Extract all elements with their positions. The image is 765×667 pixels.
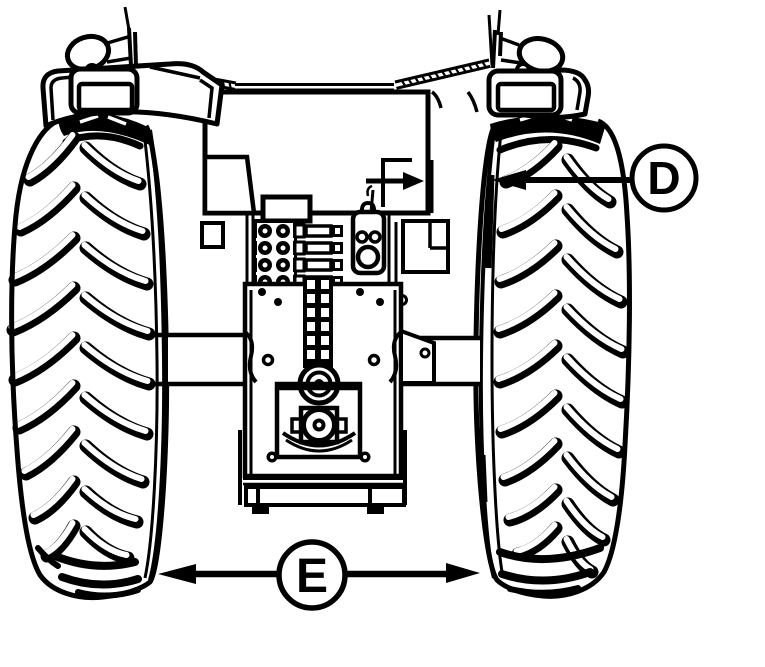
right-rear-tire <box>473 112 632 599</box>
base-frame <box>238 430 407 514</box>
callout-e: E <box>158 539 480 611</box>
callout-e-arrowhead-left <box>158 564 196 584</box>
left-corner-box <box>202 154 257 216</box>
callout-e-circle <box>276 539 348 611</box>
right-work-light <box>486 68 564 118</box>
axle-bracket-plate <box>399 328 436 385</box>
callout-d: D <box>492 143 699 213</box>
left-mounting-bracket <box>200 221 225 249</box>
left-rear-tire <box>6 112 170 601</box>
callout-d-circle <box>629 143 699 213</box>
lift-chain <box>303 276 333 368</box>
right-antenna <box>487 9 503 69</box>
callout-d-label: D <box>647 152 680 204</box>
drawbar <box>290 405 348 445</box>
right-mounting-bracket <box>401 219 450 274</box>
width-reference-bar-tire <box>484 174 495 269</box>
callout-e-label: E <box>296 550 328 603</box>
width-reference-bar <box>381 127 434 213</box>
coupler-cover-plate <box>350 184 387 276</box>
hydraulic-remote-couplers <box>253 194 408 306</box>
callout-e-arrowhead-right <box>446 563 480 583</box>
inward-arrow <box>366 172 424 190</box>
rear-axle-left <box>150 332 243 387</box>
callout-d-arrowhead <box>492 170 526 190</box>
drawbar-support-frame <box>266 381 371 463</box>
cab-back-panel <box>202 89 431 284</box>
left-work-light <box>68 66 140 116</box>
